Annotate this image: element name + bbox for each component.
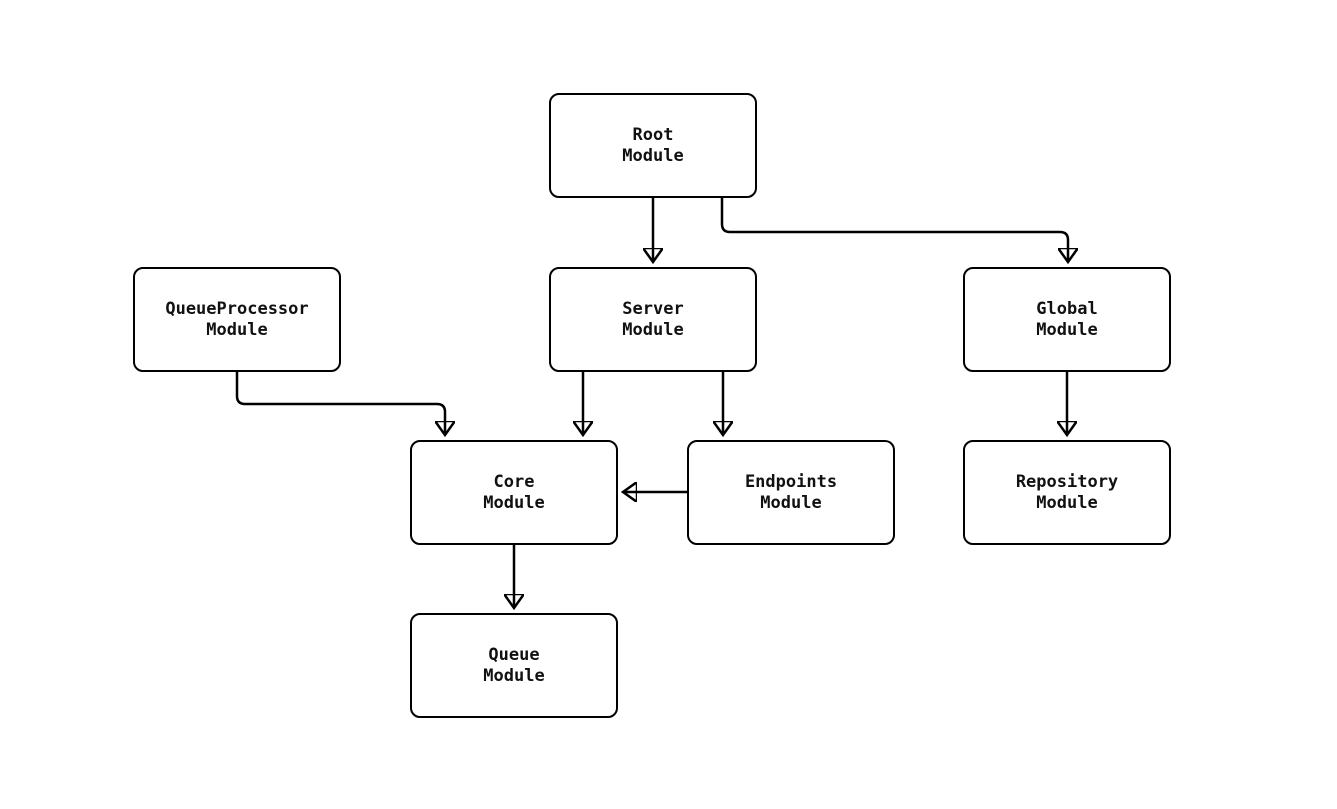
node-root-module-suffix: Module (622, 145, 684, 166)
node-root-module: Root Module (549, 93, 757, 198)
node-repository-module: Repository Module (963, 440, 1171, 545)
edge-queueprocessor-to-core (235, 372, 445, 433)
node-core-module-name: Core (493, 471, 535, 492)
node-queueprocessor-module-suffix: Module (206, 319, 268, 340)
node-queueprocessor-module: QueueProcessor Module (133, 267, 341, 372)
node-root-module-name: Root (632, 124, 674, 145)
node-queueprocessor-module-name: QueueProcessor (165, 298, 309, 319)
node-queue-module-suffix: Module (483, 665, 545, 686)
node-queue-module-name: Queue (488, 644, 540, 665)
node-global-module-name: Global (1036, 298, 1098, 319)
node-queue-module: Queue Module (410, 613, 618, 718)
node-server-module: Server Module (549, 267, 757, 372)
node-global-module: Global Module (963, 267, 1171, 372)
edge-root-to-global (720, 198, 1068, 260)
node-endpoints-module-suffix: Module (760, 492, 822, 513)
node-repository-module-name: Repository (1015, 471, 1119, 492)
node-repository-module-suffix: Module (1036, 492, 1098, 513)
node-endpoints-module: Endpoints Module (687, 440, 895, 545)
node-server-module-suffix: Module (622, 319, 684, 340)
node-core-module: Core Module (410, 440, 618, 545)
node-server-module-name: Server (622, 298, 684, 319)
node-endpoints-module-name: Endpoints (744, 471, 838, 492)
node-core-module-suffix: Module (483, 492, 545, 513)
node-global-module-suffix: Module (1036, 319, 1098, 340)
